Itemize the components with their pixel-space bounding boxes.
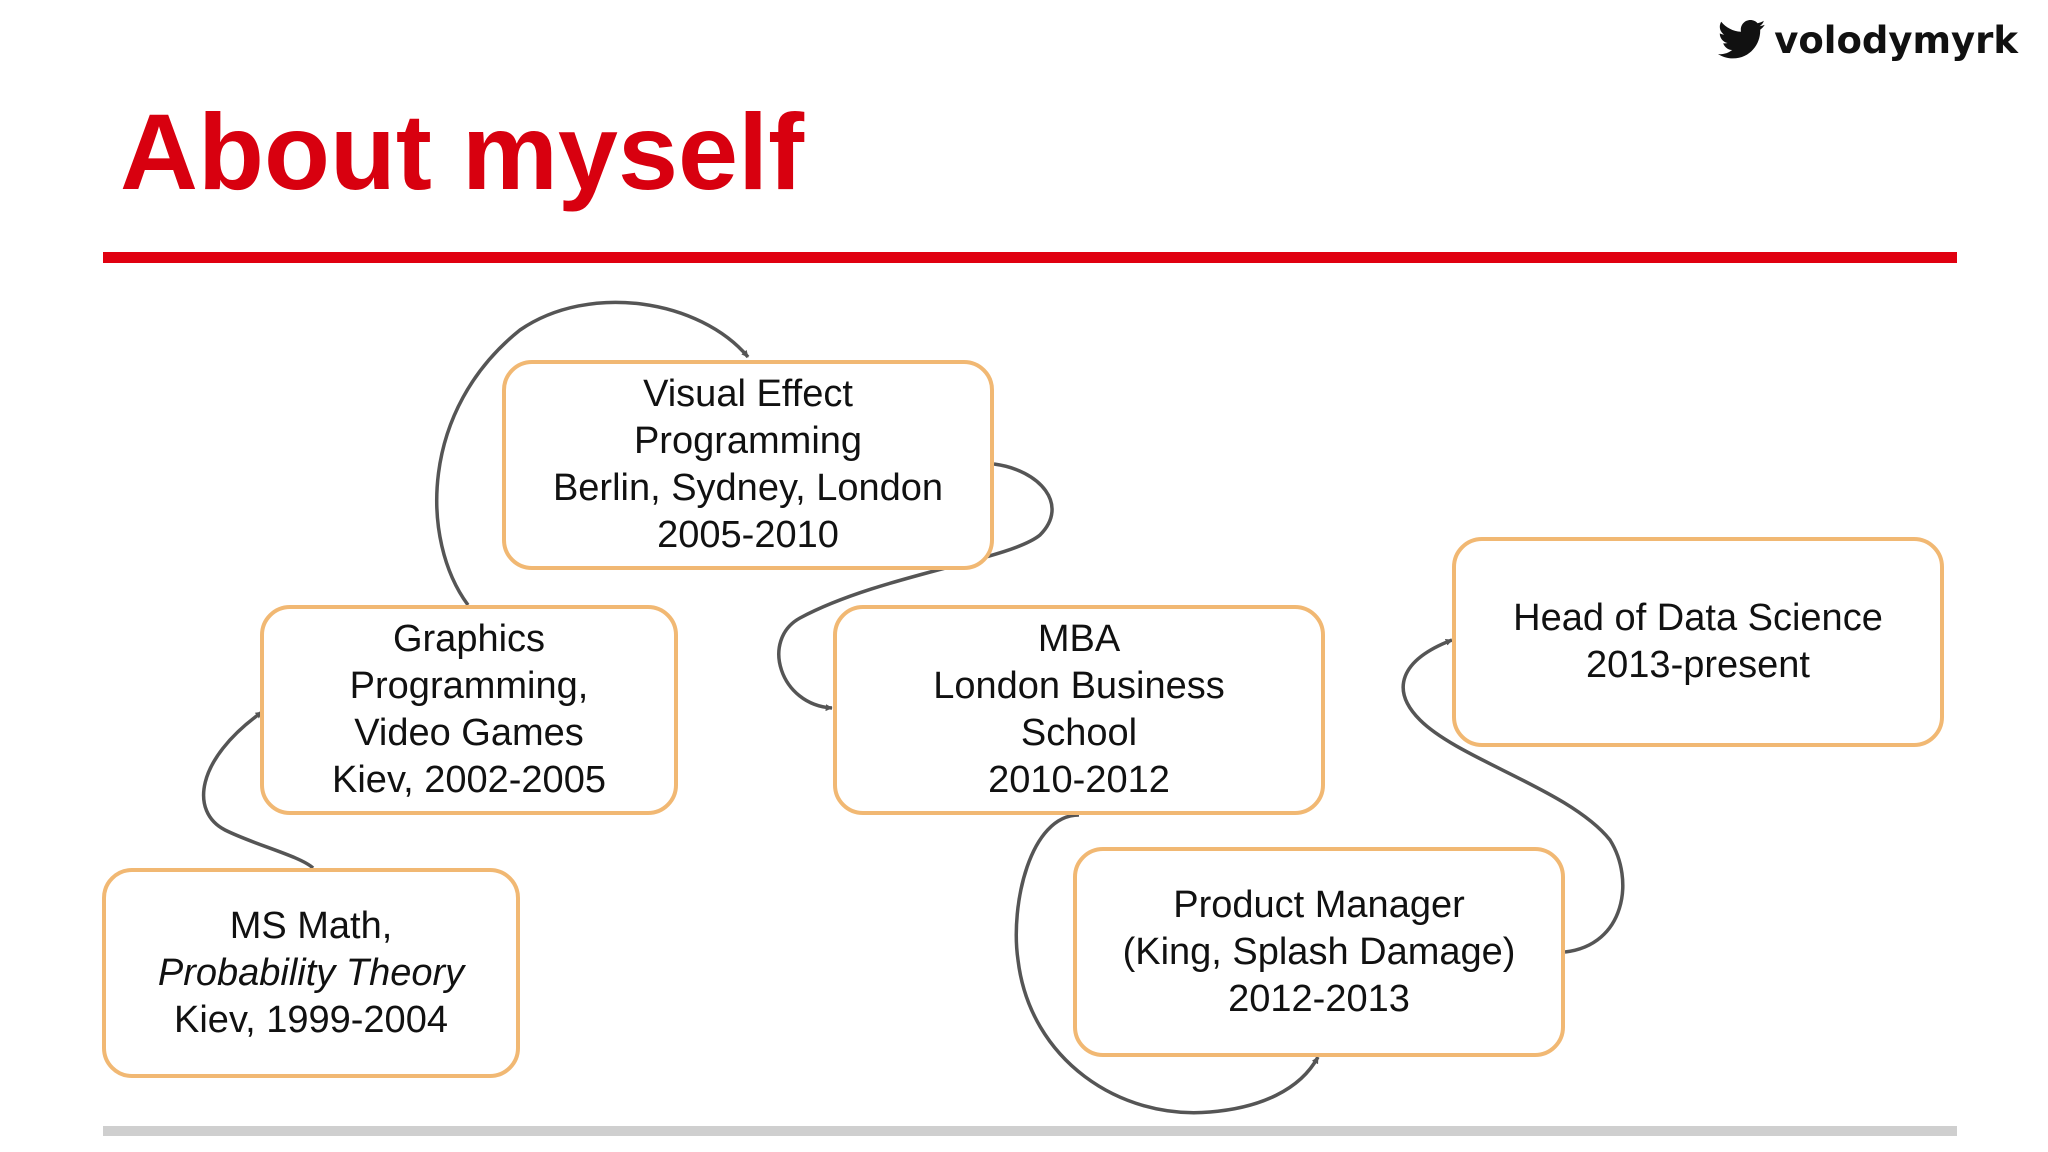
box-line: Video Games <box>354 712 584 754</box>
footer-rule <box>103 1126 1957 1136</box>
box-line: 2012-2013 <box>1228 977 1410 1020</box>
box-line: Graphics <box>392 618 546 660</box>
twitter-bird-icon <box>1718 20 1766 59</box>
box-line: School <box>1020 712 1138 754</box>
box-line: 2013-present <box>1586 644 1810 686</box>
handle-text: volodymyrk <box>1774 18 2018 62</box>
box-line: Programming <box>633 420 863 462</box>
box-line: London Business <box>933 665 1225 707</box>
box-line: Probability Theory <box>157 951 465 994</box>
box-line: Visual Effect <box>643 373 853 415</box>
timeline-box-ms-math: MS Math, Probability Theory Kiev, 1999-2… <box>102 868 520 1078</box>
box-line: 2010-2012 <box>988 759 1170 801</box>
twitter-handle[interactable]: volodymyrk <box>1718 14 2018 66</box>
box-line: Kiev, 1999-2004 <box>174 998 448 1041</box>
connector-pm-to-hds <box>1401 638 1625 954</box>
box-line: Product Manager <box>1173 883 1465 926</box>
timeline-box-graphics-programming: Graphics Programming, Video Games Kiev, … <box>260 605 678 815</box>
title-underline <box>103 252 1957 263</box>
timeline-box-visual-effect-programming: Visual Effect Programming Berlin, Sydney… <box>502 360 994 570</box>
timeline-box-mba: MBA London Business School 2010-2012 <box>833 605 1325 815</box>
box-line: Kiev, 2002-2005 <box>332 759 606 801</box>
box-line: (King, Splash Damage) <box>1122 930 1516 973</box>
box-line: 2005-2010 <box>657 514 839 556</box>
box-line: MBA <box>1037 618 1121 660</box>
box-line: Programming, <box>349 665 589 707</box>
box-line: MS Math, <box>229 904 393 947</box>
box-line: Head of Data Science <box>1513 597 1883 639</box>
timeline-box-product-manager: Product Manager (King, Splash Damage) 20… <box>1073 847 1565 1057</box>
connector-ms-to-gp <box>202 710 315 870</box>
timeline-box-head-of-data-science: Head of Data Science 2013-present <box>1452 537 1944 747</box>
connector-vfx-to-mba <box>777 462 1054 712</box>
connector-mba-to-pm <box>1014 813 1320 1115</box>
page-title: About myself <box>120 91 805 212</box>
connector-gp-to-vfx <box>435 300 750 607</box>
box-line: Berlin, Sydney, London <box>552 467 944 509</box>
